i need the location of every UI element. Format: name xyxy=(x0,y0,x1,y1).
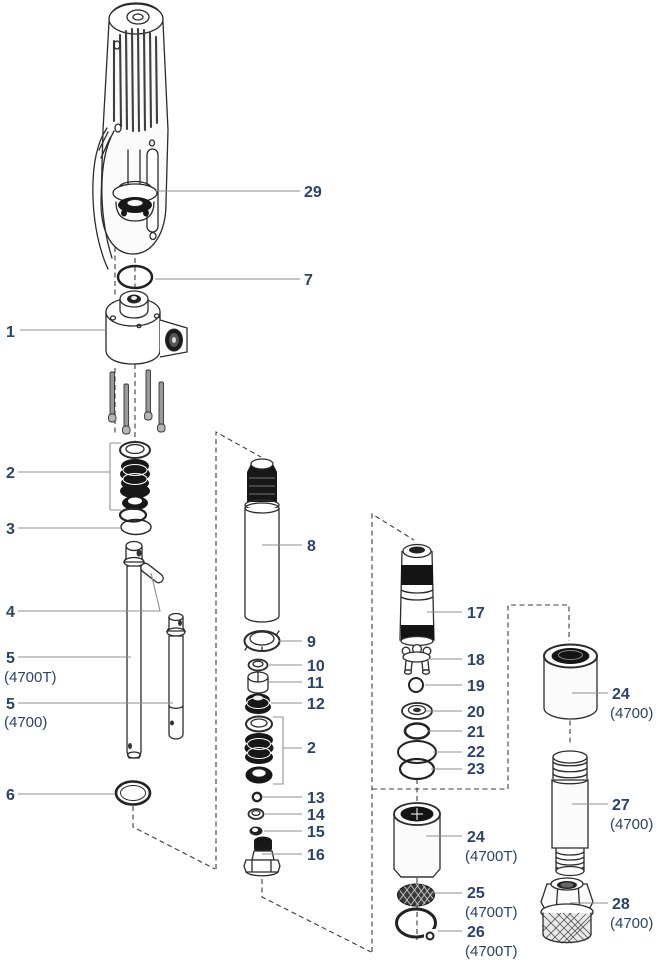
callout-26-4700T-variant: (4700T) xyxy=(465,943,518,960)
callout-18: 18 xyxy=(467,652,485,669)
part-13-ball xyxy=(251,791,263,803)
callout-3: 3 xyxy=(6,521,15,538)
callout-15: 15 xyxy=(307,824,325,841)
callout-28-4700: 28 xyxy=(612,896,630,913)
part-17-piston-valve xyxy=(399,543,435,647)
part-10-washer xyxy=(247,658,269,672)
callout-25-4700T: 25 xyxy=(467,885,485,902)
callout-7: 7 xyxy=(304,272,313,289)
motor-handle xyxy=(92,127,115,270)
callout-29: 29 xyxy=(304,184,322,201)
part-28-inlet-strainer-4700 xyxy=(540,877,594,944)
part-5-rod-4700 xyxy=(165,612,187,740)
cooling-fins xyxy=(112,27,159,133)
part-15-seat xyxy=(249,826,263,836)
callout-16: 16 xyxy=(307,847,325,864)
part-5-rod-4700T xyxy=(122,540,146,759)
part-25-screen-4700T xyxy=(397,883,435,907)
callout-23: 23 xyxy=(467,761,485,778)
part-1-pump-block xyxy=(105,290,188,365)
part-26-retaining-ring-4700T xyxy=(395,907,441,943)
part-7-o-ring xyxy=(116,264,154,290)
callout-14: 14 xyxy=(307,807,325,824)
callout-28-4700-variant: (4700) xyxy=(610,915,653,932)
callout-21: 21 xyxy=(467,724,485,741)
callout-17: 17 xyxy=(467,605,485,622)
callout-11: 11 xyxy=(307,675,324,692)
leader-lines xyxy=(18,190,608,932)
callout-24-4700: 24 xyxy=(612,686,630,703)
callout-26-4700T: 26 xyxy=(467,924,485,941)
part-2-packing-stack-upper xyxy=(119,441,151,510)
part-24-sleeve-4700 xyxy=(543,643,598,720)
callout-labels: 29 7 1 2 3 4 5 (4700T) 5 (4700) 6 8 9 10… xyxy=(4,184,653,960)
callout-1: 1 xyxy=(6,324,15,341)
part-19-ball xyxy=(408,677,424,693)
callout-9: 9 xyxy=(307,634,316,651)
part-27-suction-tube-4700 xyxy=(551,750,589,877)
callout-12: 12 xyxy=(307,696,325,713)
part-9-packing-nut xyxy=(243,630,281,652)
dashed-centerlines xyxy=(114,224,571,953)
callout-20: 20 xyxy=(467,704,485,721)
part-6-o-ring xyxy=(114,780,152,806)
part-4-pin xyxy=(140,562,164,584)
callout-27-4700: 27 xyxy=(612,797,630,814)
callout-2-upper: 2 xyxy=(6,465,15,482)
motor-assembly xyxy=(92,2,169,270)
callout-13: 13 xyxy=(307,790,325,807)
part-14-washer xyxy=(247,808,265,820)
part-21-o-ring xyxy=(403,722,431,740)
callout-5-4700: 5 xyxy=(6,696,15,713)
part-3-rings xyxy=(118,507,152,536)
callout-5-4700T-variant: (4700T) xyxy=(4,669,57,686)
callout-27-4700-variant: (4700) xyxy=(610,816,653,833)
callout-6: 6 xyxy=(6,787,15,804)
callout-5-4700-variant: (4700) xyxy=(4,714,47,731)
callout-2-lower: 2 xyxy=(307,740,316,757)
part-16-intake-valve xyxy=(243,836,281,877)
mounting-screws xyxy=(108,369,166,435)
part-2-packing-stack-lower xyxy=(244,715,274,784)
callout-10: 10 xyxy=(307,658,325,675)
part-11-gland xyxy=(247,671,269,694)
pump-rod-connector xyxy=(112,180,158,222)
part-18-retainer xyxy=(401,643,432,675)
callout-24-4700T: 24 xyxy=(467,829,485,846)
callout-25-4700T-variant: (4700T) xyxy=(465,904,518,921)
callout-24-4700-variant: (4700) xyxy=(610,705,653,722)
callout-5-4700T: 5 xyxy=(6,650,15,667)
callout-4: 4 xyxy=(6,604,15,621)
part-8-cylinder xyxy=(244,458,280,623)
callout-8: 8 xyxy=(307,538,316,555)
part-24-housing-4700T xyxy=(393,802,441,878)
part-12-seal xyxy=(245,693,271,714)
callout-19: 19 xyxy=(467,678,485,695)
callout-24-4700T-variant: (4700T) xyxy=(465,848,518,865)
callout-22: 22 xyxy=(467,744,485,761)
